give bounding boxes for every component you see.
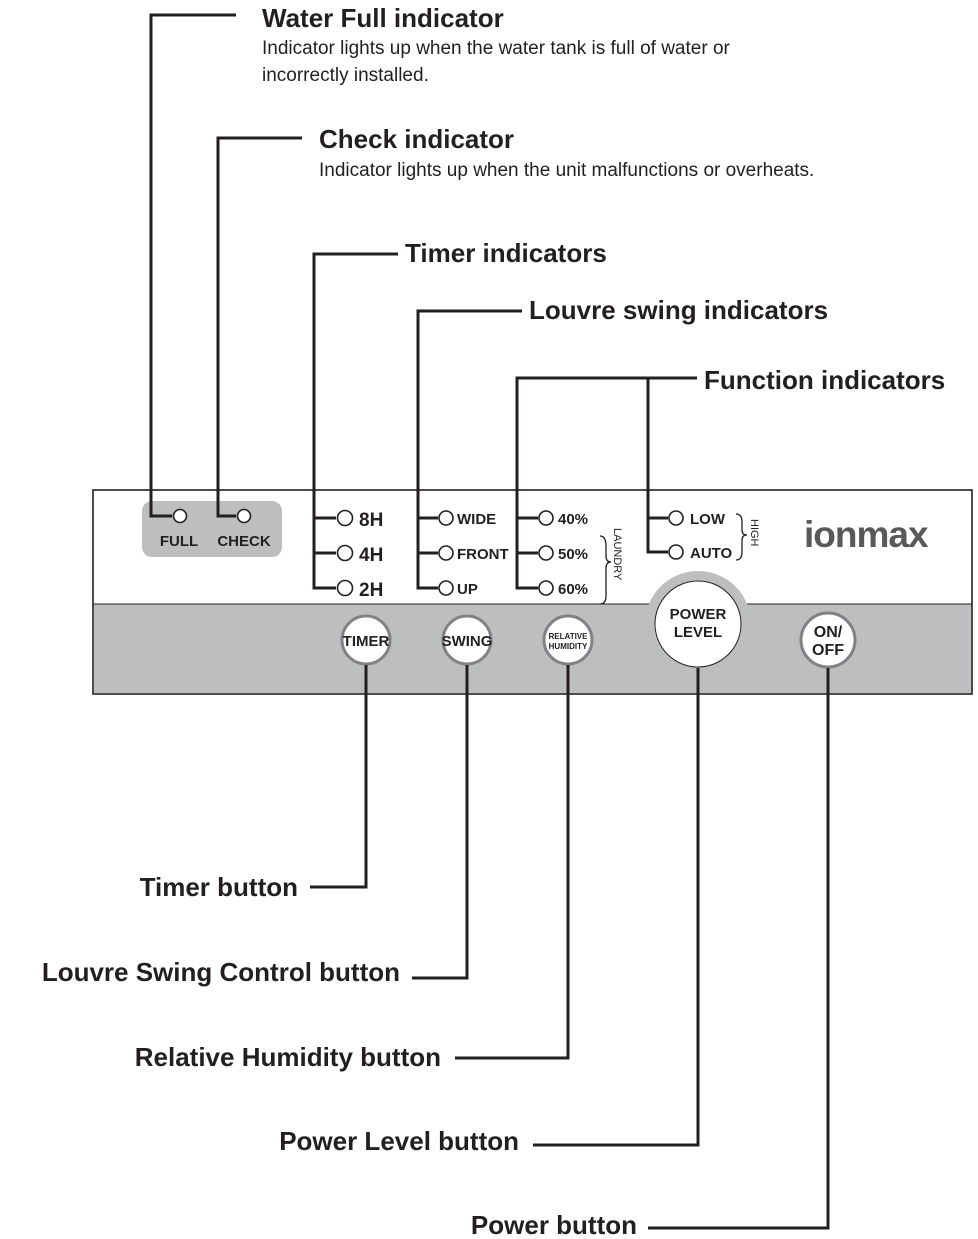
relative-humidity-button-label-line1: RELATIVE xyxy=(549,632,589,641)
humidity-button-callout: Relative Humidity button xyxy=(135,1042,441,1072)
fan-low-led xyxy=(668,510,684,526)
full-led-label: FULL xyxy=(160,533,198,550)
louvre-swing-indicators-title: Louvre swing indicators xyxy=(529,295,828,325)
water-full-indicator-desc-line2: incorrectly installed. xyxy=(262,65,429,86)
power-level-button-callout: Power Level button xyxy=(279,1126,519,1156)
humidity-60-label: 60% xyxy=(558,581,588,598)
power-button-label-line2: OFF xyxy=(812,642,844,659)
power-button[interactable] xyxy=(799,611,857,669)
relative-humidity-button-label-line2: HUMIDITY xyxy=(549,642,588,651)
timer-4h-led xyxy=(336,544,354,562)
power-button-callout: Power button xyxy=(471,1210,637,1239)
check-indicator-desc: Indicator lights up when the unit malfun… xyxy=(319,160,814,181)
high-label: HIGH xyxy=(748,519,760,547)
fan-auto-led xyxy=(668,544,684,560)
ionmax-logo: ionmax xyxy=(804,514,929,555)
timer-indicators-title: Timer indicators xyxy=(405,238,607,268)
power-button-label-line1: ON/ xyxy=(814,624,843,641)
humidity-50-led xyxy=(538,545,554,561)
swing-wide-label: WIDE xyxy=(457,511,496,528)
laundry-label: LAUNDRY xyxy=(611,528,623,581)
timer-button-callout: Timer button xyxy=(140,872,298,902)
check-led xyxy=(236,508,252,524)
water-full-indicator-title: Water Full indicator xyxy=(262,3,504,33)
water-full-indicator-desc-line1: Indicator lights up when the water tank … xyxy=(262,38,731,59)
louvre-leader-line xyxy=(416,309,522,590)
function-leader-line xyxy=(515,376,697,590)
timer-4h-label: 4H xyxy=(359,545,383,566)
high-brace xyxy=(735,513,748,561)
check-indicator-title: Check indicator xyxy=(319,124,514,154)
timer-leader-line xyxy=(312,252,398,590)
power-level-button[interactable] xyxy=(654,580,742,668)
humidity-40-label: 40% xyxy=(558,511,588,528)
humidity-button-leader-line xyxy=(455,665,570,1060)
swing-button-label: SWING xyxy=(442,633,493,650)
humidity-60-led xyxy=(538,580,554,596)
swing-front-label: FRONT xyxy=(457,546,509,563)
power-level-button-label-line1: POWER xyxy=(670,606,727,623)
timer-button-leader-line xyxy=(310,665,368,889)
swing-button-callout: Louvre Swing Control button xyxy=(42,957,400,987)
swing-up-led xyxy=(438,580,454,596)
timer-8h-label: 8H xyxy=(359,510,383,531)
swing-wide-led xyxy=(438,510,454,526)
humidity-50-label: 50% xyxy=(558,546,588,563)
swing-front-led xyxy=(438,545,454,561)
swing-up-label: UP xyxy=(457,581,478,598)
power-level-button-label-line2: LEVEL xyxy=(674,624,722,641)
swing-button-leader-line xyxy=(412,665,469,980)
function-indicators-title: Function indicators xyxy=(704,365,945,395)
power-button-leader-line xyxy=(648,668,830,1230)
fan-auto-label: AUTO xyxy=(690,545,733,562)
timer-button[interactable] xyxy=(340,614,392,666)
timer-2h-led xyxy=(336,579,354,597)
swing-button[interactable] xyxy=(441,614,493,666)
check-leader-line xyxy=(216,136,302,518)
fan-low-label: LOW xyxy=(690,511,726,528)
timer-button-label: TIMER xyxy=(343,633,390,650)
relative-humidity-button[interactable] xyxy=(542,614,594,666)
water-full-leader-line xyxy=(149,13,236,518)
check-led-label: CHECK xyxy=(217,533,271,550)
timer-8h-led xyxy=(336,509,354,527)
power-level-button-leader-line xyxy=(533,668,700,1147)
humidity-40-led xyxy=(538,510,554,526)
laundry-brace xyxy=(599,535,612,605)
full-led xyxy=(172,508,188,524)
timer-2h-label: 2H xyxy=(359,580,383,601)
